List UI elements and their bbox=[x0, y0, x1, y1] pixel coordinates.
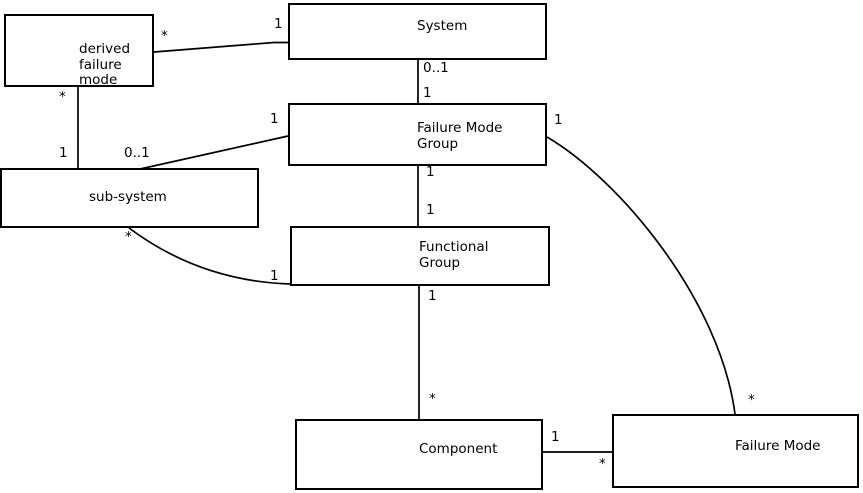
entity-functional-group-label: Functional Group bbox=[419, 239, 489, 271]
entity-component-label: Component bbox=[419, 441, 498, 457]
multiplicity-failure-mode-group-functional-group-at-group: 1 bbox=[426, 164, 435, 180]
multiplicity-functional-group-component-at-component: * bbox=[429, 391, 436, 407]
entity-sub-system-label: sub-system bbox=[89, 189, 167, 205]
entity-derived-failure-mode-label: derived failure mode bbox=[79, 41, 131, 89]
edge-sub-system-to-failure-mode-group bbox=[139, 135, 289, 170]
multiplicity-derived-failure-mode-system-at-derived: * bbox=[161, 28, 168, 44]
edge-derived-failure-mode-to-system bbox=[153, 41, 288, 53]
entity-system-label: System bbox=[417, 18, 468, 34]
multiplicity-system-failure-mode-group-at-system: 0..1 bbox=[423, 60, 449, 76]
multiplicity-derived-failure-mode-sub-system-at-derived: * bbox=[59, 89, 66, 105]
entity-functional-group: Functional Group bbox=[290, 226, 550, 286]
multiplicity-sub-system-functional-group-at-functional: 1 bbox=[270, 268, 279, 284]
multiplicity-derived-failure-mode-sub-system-at-sub-system: 1 bbox=[59, 145, 68, 161]
entity-derived-failure-mode: derived failure mode bbox=[4, 14, 154, 89]
multiplicity-failure-mode-group-failure-mode-at-failure-mode: * bbox=[748, 392, 755, 408]
edge-failure-mode-group-to-failure-mode bbox=[546, 136, 736, 415]
entity-sub-system: sub-system bbox=[0, 168, 259, 228]
multiplicity-system-failure-mode-group-at-group: 1 bbox=[423, 85, 432, 101]
entity-failure-mode-group-label: Failure Mode Group bbox=[417, 120, 503, 152]
edge-sub-system-to-functional-group bbox=[128, 227, 291, 285]
multiplicity-failure-mode-group-failure-mode-at-group: 1 bbox=[554, 112, 563, 128]
entity-component: Component bbox=[295, 419, 543, 490]
entity-failure-mode-group: Failure Mode Group bbox=[288, 103, 547, 166]
multiplicity-component-failure-mode-at-failure-mode: * bbox=[599, 456, 606, 472]
multiplicity-functional-group-component-at-functional: 1 bbox=[428, 288, 437, 304]
multiplicity-sub-system-failure-mode-group-at-sub-system: 0..1 bbox=[124, 145, 150, 161]
multiplicity-failure-mode-group-functional-group-at-functional: 1 bbox=[426, 202, 435, 218]
entity-system: System bbox=[288, 3, 547, 60]
entity-failure-mode-label: Failure Mode bbox=[735, 438, 821, 454]
multiplicity-component-failure-mode-at-component: 1 bbox=[551, 429, 560, 445]
multiplicity-derived-failure-mode-system-at-system: 1 bbox=[274, 16, 283, 32]
multiplicity-sub-system-failure-mode-group-at-group: 1 bbox=[270, 111, 279, 127]
entity-failure-mode: Failure Mode bbox=[612, 414, 859, 488]
multiplicity-sub-system-functional-group-at-sub-system: * bbox=[125, 229, 132, 245]
